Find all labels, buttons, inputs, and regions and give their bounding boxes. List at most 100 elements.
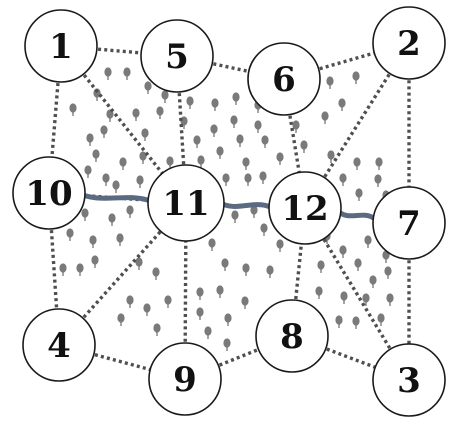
tree-icon xyxy=(244,173,252,186)
tree-icon xyxy=(327,150,335,163)
tree-icon xyxy=(374,174,382,187)
tree-field xyxy=(59,67,394,351)
tree-icon xyxy=(197,155,205,168)
node-8: 8 xyxy=(255,299,329,373)
tree-icon xyxy=(315,286,323,299)
tree-icon xyxy=(355,188,363,201)
tree-icon xyxy=(259,171,267,184)
node-9: 9 xyxy=(148,342,222,416)
node-11: 11 xyxy=(147,164,225,242)
river-11-12 xyxy=(221,202,272,209)
node-label: 3 xyxy=(397,361,421,401)
node-label: 9 xyxy=(173,360,197,400)
tree-icon xyxy=(260,223,268,236)
tree-icon xyxy=(384,266,392,279)
tree-icon xyxy=(86,133,94,146)
node-label: 10 xyxy=(25,174,72,214)
tree-icon xyxy=(210,124,218,137)
tree-icon xyxy=(377,313,385,326)
node-6: 6 xyxy=(247,42,321,116)
tree-icon xyxy=(353,157,361,170)
node-label: 8 xyxy=(280,317,304,357)
tree-icon xyxy=(119,157,127,170)
node-12: 12 xyxy=(268,171,342,245)
tree-icon xyxy=(126,295,134,308)
tree-icon xyxy=(339,173,347,186)
node-circle xyxy=(247,42,321,116)
river-12-7 xyxy=(338,210,376,221)
tree-icon xyxy=(102,173,110,186)
tree-icon xyxy=(100,125,108,138)
node-circle xyxy=(372,186,446,260)
tree-icon xyxy=(211,98,219,111)
tree-icon xyxy=(161,90,169,103)
tree-icon xyxy=(338,98,346,111)
tree-icon xyxy=(223,338,231,351)
tree-icon xyxy=(292,120,300,133)
tree-icon xyxy=(222,173,230,186)
tree-icon xyxy=(196,287,204,300)
node-circle xyxy=(255,299,329,373)
tree-icon xyxy=(364,235,372,248)
tree-icon xyxy=(221,258,229,271)
tree-icon xyxy=(242,157,250,170)
node-3: 3 xyxy=(372,343,446,417)
node-circle xyxy=(268,171,342,245)
node-label: 12 xyxy=(281,189,328,229)
tree-icon xyxy=(136,175,144,188)
tree-icon xyxy=(112,180,120,193)
tree-icon xyxy=(76,263,84,276)
river-group xyxy=(82,193,376,221)
tree-icon xyxy=(250,205,258,218)
tree-icon xyxy=(144,81,152,94)
node-10: 10 xyxy=(12,156,86,230)
tree-icon xyxy=(126,205,134,218)
node-circle xyxy=(12,156,86,230)
tree-icon xyxy=(386,293,394,306)
tree-icon xyxy=(208,238,216,251)
node-circle xyxy=(148,342,222,416)
tree-icon xyxy=(362,293,370,306)
tree-icon xyxy=(196,307,204,320)
tree-icon xyxy=(132,108,140,121)
node-label: 4 xyxy=(47,326,71,366)
tree-icon xyxy=(66,228,74,241)
dotted-path-group xyxy=(47,41,411,382)
tree-icon xyxy=(340,291,348,304)
node-label: 2 xyxy=(397,24,421,64)
node-label: 7 xyxy=(397,204,421,244)
tree-icon xyxy=(108,213,116,226)
node-circle xyxy=(372,6,446,80)
tree-icon xyxy=(254,120,262,133)
tree-icon xyxy=(326,76,334,89)
tree-icon xyxy=(156,106,164,119)
node-circle xyxy=(24,9,98,83)
tree-icon xyxy=(230,115,238,128)
node-1: 1 xyxy=(24,9,98,83)
tree-icon xyxy=(141,128,149,141)
tree-icon xyxy=(261,135,269,148)
tree-icon xyxy=(117,313,125,326)
node-circle xyxy=(140,19,214,93)
tree-icon xyxy=(81,208,89,221)
node-circle xyxy=(147,164,225,242)
tree-icon xyxy=(89,235,97,248)
tree-icon xyxy=(352,316,360,329)
tree-icon xyxy=(352,71,360,84)
tree-icon xyxy=(354,258,362,271)
tree-icon xyxy=(335,315,343,328)
tree-icon xyxy=(123,67,131,80)
tree-icon xyxy=(143,303,151,316)
tree-icon xyxy=(152,267,160,280)
tree-icon xyxy=(91,255,99,268)
tree-icon xyxy=(321,111,329,124)
node-7: 7 xyxy=(372,186,446,260)
tree-icon xyxy=(276,239,284,252)
tree-icon xyxy=(231,210,239,223)
tree-icon xyxy=(153,323,161,336)
tree-icon xyxy=(69,103,77,116)
tree-icon xyxy=(104,67,112,80)
node-2: 2 xyxy=(372,6,446,80)
